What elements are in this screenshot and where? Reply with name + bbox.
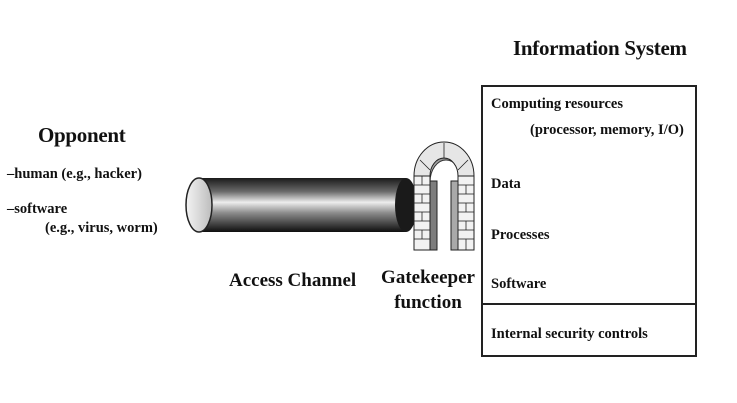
gatekeeper-arch-icon — [413, 141, 475, 251]
system-divider — [483, 303, 695, 305]
software-label: Software — [491, 276, 547, 292]
access-channel-tube — [185, 177, 417, 233]
computing-resources-detail: (processor, memory, I/O) — [530, 122, 684, 138]
opponent-title: Opponent — [38, 123, 126, 147]
information-system-box — [481, 85, 697, 357]
gatekeeper-label-line1: Gatekeeper — [381, 267, 475, 288]
processes-label: Processes — [491, 227, 550, 243]
internal-security-controls-label: Internal security controls — [491, 326, 648, 342]
gatekeeper-label-line2: function — [394, 292, 462, 313]
opponent-software-label: –software — [7, 201, 68, 217]
computing-resources-label: Computing resources — [491, 96, 623, 112]
access-channel-label: Access Channel — [229, 270, 357, 291]
data-label: Data — [491, 176, 521, 192]
opponent-software-examples: (e.g., virus, worm) — [45, 220, 158, 236]
opponent-human-label: –human (e.g., hacker) — [7, 166, 142, 182]
information-system-title: Information System — [513, 36, 687, 60]
